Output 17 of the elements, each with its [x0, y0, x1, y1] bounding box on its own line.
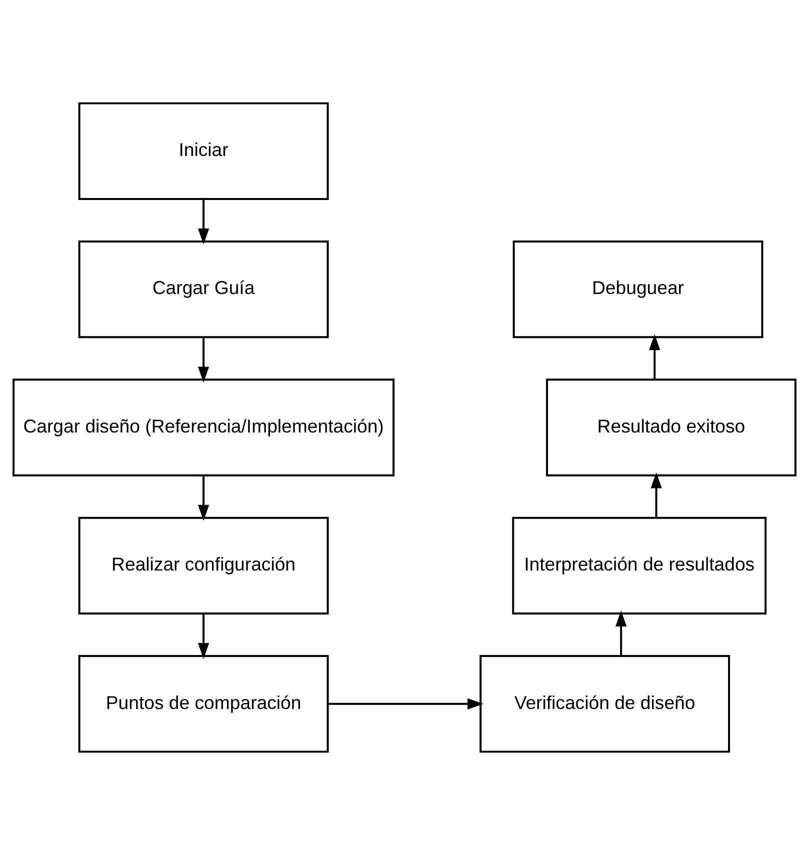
node-box: Interpretación de resultados — [512, 516, 767, 614]
arrow — [650, 472, 662, 518]
node-box: Puntos de comparación — [78, 654, 329, 752]
arrow — [198, 336, 210, 382]
node-box: Cargar diseño (Referencia/Implementación) — [12, 378, 395, 476]
node-box: Verificación de diseño — [480, 654, 730, 752]
arrow — [198, 198, 210, 244]
arrow — [198, 613, 210, 659]
node-box: Iniciar — [78, 102, 329, 200]
arrow — [615, 610, 627, 656]
node-box: Debuguear — [512, 240, 764, 338]
arrow — [649, 334, 660, 380]
node-box: Realizar configuración — [78, 516, 329, 614]
arrow — [328, 698, 484, 709]
node-box: Resultado exitoso — [546, 378, 796, 476]
node-box: Cargar Guía — [78, 240, 329, 338]
arrow — [198, 474, 210, 520]
